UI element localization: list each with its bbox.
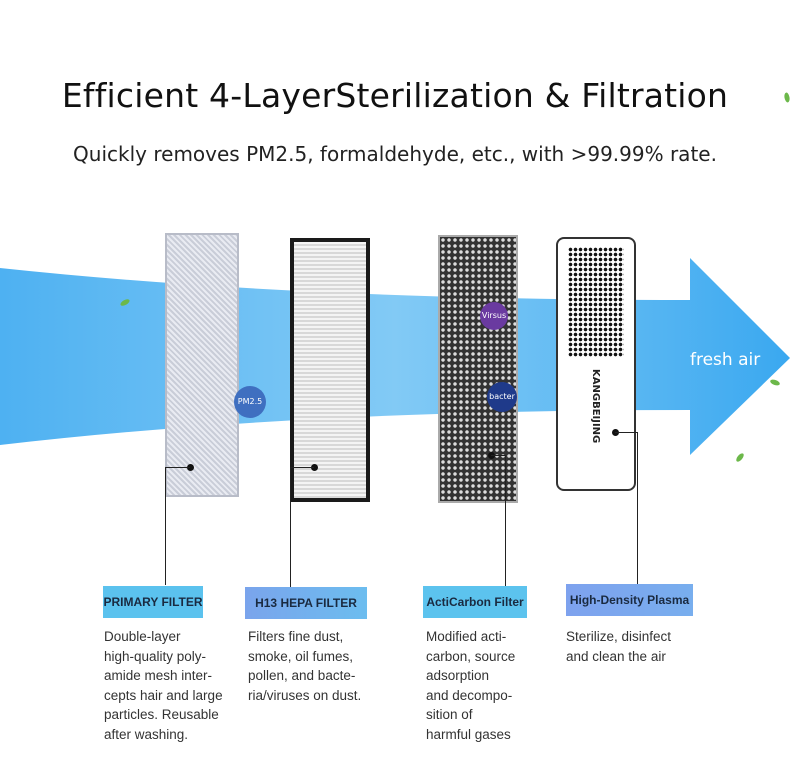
hepa-filter-label: H13 HEPA FILTER [245,587,367,619]
carbon-filter-label: ActiCarbon Filter [423,586,527,618]
fresh-air-label: fresh air [690,350,761,370]
airflow-band [0,258,790,455]
callout-line [290,467,291,587]
page-title: Efficient 4-LayerSterilization & Filtrat… [61,76,729,115]
callout-line [505,455,506,586]
primary-filter-label: PRIMARY FILTER [103,586,203,618]
callout-line [165,467,166,585]
hepa-filter-description: Filters fine dust, smoke, oil fumes, pol… [248,629,362,703]
pm25-particle: PM2.5 [234,386,266,418]
primary-filter-description: Double-layer high-quality poly- amide me… [104,629,223,742]
virus-particle: Virsus [480,302,508,330]
callout-line [637,432,638,585]
plasma-label: High-Density Plasma [566,584,693,616]
callout-line [290,467,314,468]
brand-text: KANGBEIJING [590,369,601,444]
bacteria-particle: bacter [487,382,517,412]
callout-dot [311,464,318,471]
plasma-description: Sterilize, disinfect and clean the air [566,629,672,664]
callout-line [165,467,190,468]
callout-line [491,455,506,456]
callout-dot [187,464,194,471]
carbon-filter-description: Modified acti- carbon, source adsorption… [426,629,516,742]
primary-filter-image [165,233,239,497]
plasma-module-image: KANGBEIJING [556,237,636,491]
callout-line [615,432,638,433]
hepa-filter-image [290,238,370,502]
page-subtitle: Quickly removes PM2.5, formaldehyde, etc… [73,142,717,166]
carbon-filter-image [438,235,518,503]
